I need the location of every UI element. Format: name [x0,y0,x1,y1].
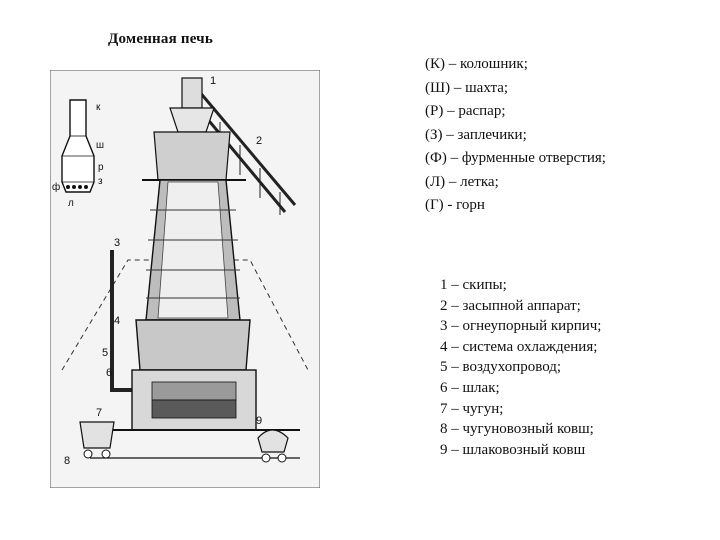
legend-item-letka: (Л) – летка; [425,173,499,190]
profile-label-z: з [98,176,103,187]
legend-item-7: 7 – чугун; [440,400,504,417]
callout-1: 1 [210,75,216,87]
legend-item-zaplechiki: (З) – заплечики; [425,126,527,143]
callout-9: 9 [256,415,262,427]
legend-item-3: 3 – огнеупорный кирпич; [440,318,602,335]
callout-6: 6 [106,367,112,379]
legend-item-shakhta: (Ш) – шахта; [425,79,509,96]
legend-item-1: 1 – скипы; [440,277,507,293]
legend-item-2: 2 – засыпной аппарат; [440,297,581,314]
callout-4: 4 [114,315,120,327]
legend-item-kolosnik: (К) – колошник; [425,56,528,72]
blast-furnace-diagram: к ш р з ф л [50,70,320,488]
profile-label-k: к [96,102,101,113]
legend-item-furmennye: (Ф) – фурменные отверстия; [425,150,606,166]
profile-label-r: р [98,162,104,173]
iron-ladle [79,421,115,459]
legend-item-8: 8 – чугуновозный ковш; [440,421,594,438]
furnace-hearth [90,369,300,459]
legend-item-raspar: (Р) – распар; [425,103,506,119]
furnace-shaft [135,179,251,371]
furnace-profile-inset: к ш р з ф л [52,99,104,209]
charging-apparatus [142,77,246,181]
callout-5: 5 [102,347,108,359]
profile-label-f: ф [52,181,60,193]
page-title: Доменная печь [108,31,213,47]
legend-item-4: 4 – система охлаждения; [440,338,598,355]
parts-legend: (К) – колошник; (Ш) – шахта; (Р) – распа… [425,53,606,218]
numbers-legend: 1 – скипы; 2 – засыпной аппарат; 3 – огн… [440,275,601,460]
legend-item-6: 6 – шлак; [440,379,500,396]
legend-item-gorn: (Г) - горн [425,197,485,213]
callout-7: 7 [96,407,102,419]
legend-item-5: 5 – воздухопровод; [440,359,562,376]
callout-2: 2 [256,135,262,147]
slag-ladle [257,429,289,463]
callout-8: 8 [64,455,70,467]
profile-label-l: л [68,198,74,209]
callout-3: 3 [114,237,120,249]
profile-label-sh: ш [96,140,104,151]
legend-item-9: 9 – шлаковозный ковш [440,441,586,458]
